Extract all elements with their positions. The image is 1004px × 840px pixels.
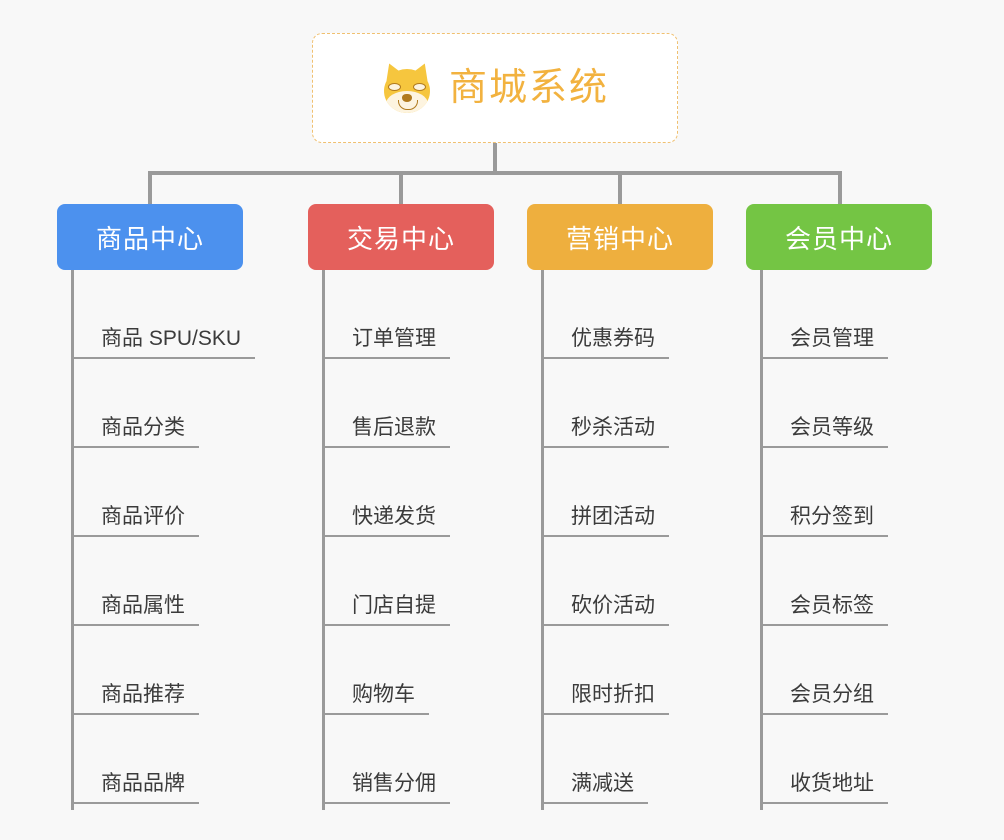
leaf-label: 秒杀活动 [541,416,669,448]
category-header-3[interactable]: 营销中心 [527,204,713,270]
branch-column-4: 会员中心 会员管理 会员等级 积分签到 会员标签 会员分组 收货地址 [746,204,932,810]
leaf-item[interactable]: 秒杀活动 [527,359,713,448]
branch-column-3: 营销中心 优惠券码 秒杀活动 拼团活动 砍价活动 限时折扣 满减送 [527,204,713,810]
branch-drop-connector-2 [399,171,403,206]
leaf-label: 商品评价 [71,505,199,537]
leaf-item[interactable]: 商品评价 [57,448,243,537]
dog-face-icon [380,60,434,114]
leaf-label: 商品分类 [71,416,199,448]
dog-muzzle-icon [385,91,428,113]
horizontal-bus-connector [148,171,842,175]
dog-eye-right-icon [412,83,426,91]
root-title: 商城系统 [448,67,609,109]
root-stem-connector [493,143,497,175]
leaf-item[interactable]: 砍价活动 [527,537,713,626]
leaf-item[interactable]: 会员分组 [746,626,932,715]
category-header-4[interactable]: 会员中心 [746,204,932,270]
leaf-label: 门店自提 [322,594,450,626]
dog-eye-left-icon [387,83,401,91]
category-header-2[interactable]: 交易中心 [308,204,494,270]
leaf-item[interactable]: 商品推荐 [57,626,243,715]
category-header-label-2: 交易中心 [346,223,455,254]
leaf-label: 砍价活动 [541,594,669,626]
leaf-item[interactable]: 满减送 [527,715,713,804]
branch-column-1: 商品中心 商品 SPU/SKU 商品分类 商品评价 商品属性 商品推荐 商品品牌 [57,204,256,810]
category-header-label-4: 会员中心 [784,223,893,254]
leaf-item[interactable]: 商品分类 [57,359,243,448]
leaf-item[interactable]: 门店自提 [308,537,494,626]
leaf-item[interactable]: 购物车 [308,626,494,715]
branch-column-2: 交易中心 订单管理 售后退款 快递发货 门店自提 购物车 销售分佣 [308,204,494,810]
leaf-label: 商品推荐 [71,683,199,715]
leaf-trunk-4 [760,270,763,810]
leaf-item[interactable]: 收货地址 [746,715,932,804]
root-node[interactable]: 商城系统 [312,33,678,143]
leaf-label: 满减送 [541,772,648,804]
leaf-item[interactable]: 销售分佣 [308,715,494,804]
leaf-list-4: 会员管理 会员等级 积分签到 会员标签 会员分组 收货地址 [746,270,932,804]
branch-drop-connector-3 [618,171,622,206]
leaf-label: 优惠券码 [541,327,669,359]
leaf-trunk-2 [322,270,325,810]
leaf-item[interactable]: 优惠券码 [527,270,713,359]
leaf-label: 商品属性 [71,594,199,626]
leaf-label: 购物车 [322,683,429,715]
leaf-list-3: 优惠券码 秒杀活动 拼团活动 砍价活动 限时折扣 满减送 [527,270,713,804]
leaf-item[interactable]: 会员等级 [746,359,932,448]
dog-nose-icon [401,94,412,102]
leaf-label: 收货地址 [760,772,888,804]
leaf-list-1: 商品 SPU/SKU 商品分类 商品评价 商品属性 商品推荐 商品品牌 [57,270,256,804]
category-header-label-1: 商品中心 [95,223,204,254]
leaf-label: 销售分佣 [322,772,450,804]
leaf-label: 会员管理 [760,327,888,359]
branch-drop-connector-1 [148,171,152,206]
leaf-item[interactable]: 订单管理 [308,270,494,359]
leaf-item[interactable]: 商品属性 [57,537,243,626]
branch-drop-connector-4 [838,171,842,206]
leaf-item[interactable]: 积分签到 [746,448,932,537]
leaf-label: 快递发货 [322,505,450,537]
category-header-label-3: 营销中心 [565,223,674,254]
leaf-item[interactable]: 拼团活动 [527,448,713,537]
leaf-item[interactable]: 商品品牌 [57,715,243,804]
leaf-item[interactable]: 限时折扣 [527,626,713,715]
leaf-label: 商品品牌 [71,772,199,804]
leaf-item[interactable]: 商品 SPU/SKU [57,270,256,359]
leaf-label: 会员等级 [760,416,888,448]
leaf-label: 会员分组 [760,683,888,715]
leaf-label: 拼团活动 [541,505,669,537]
leaf-label: 商品 SPU/SKU [71,327,256,359]
dog-head-icon [383,69,430,113]
leaf-label: 积分签到 [760,505,888,537]
leaf-list-2: 订单管理 售后退款 快递发货 门店自提 购物车 销售分佣 [308,270,494,804]
leaf-label: 售后退款 [322,416,450,448]
leaf-item[interactable]: 快递发货 [308,448,494,537]
category-header-1[interactable]: 商品中心 [57,204,243,270]
leaf-item[interactable]: 售后退款 [308,359,494,448]
leaf-label: 会员标签 [760,594,888,626]
leaf-item[interactable]: 会员管理 [746,270,932,359]
leaf-item[interactable]: 会员标签 [746,537,932,626]
leaf-label: 订单管理 [322,327,450,359]
leaf-label: 限时折扣 [541,683,669,715]
leaf-trunk-3 [541,270,544,810]
leaf-trunk-1 [71,270,74,810]
